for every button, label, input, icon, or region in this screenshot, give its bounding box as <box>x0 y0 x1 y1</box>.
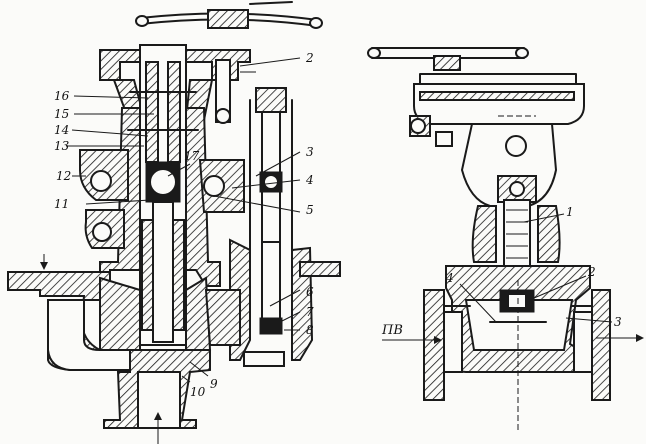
label-1-right: 1 <box>566 205 574 219</box>
label-12-left: 12 <box>56 169 71 183</box>
left-valve-section <box>7 1 341 444</box>
label-4-right: 4 <box>445 271 454 285</box>
left-handwheel <box>135 1 323 29</box>
label-13-left: 13 <box>54 139 70 153</box>
label-3-left: 3 <box>306 145 314 159</box>
label-7-left: 7 <box>306 305 314 319</box>
label-5-left: 5 <box>306 203 314 217</box>
right-gearbox <box>409 73 585 147</box>
label-16-left: 16 <box>54 89 70 103</box>
right-valve-section <box>367 47 644 430</box>
label-15-left: 15 <box>54 107 69 121</box>
right-handwheel <box>367 47 529 71</box>
left-body <box>7 254 241 444</box>
label-11-left: 11 <box>54 197 69 211</box>
label-9-left: 9 <box>210 377 218 391</box>
right-flow-arrows <box>382 115 644 430</box>
label-3-right: 3 <box>614 315 622 329</box>
label-14-left: 14 <box>54 123 69 137</box>
label-17-left: 17 <box>184 149 200 163</box>
label-8-left: 8 <box>306 323 314 337</box>
label-inlet: ПВ <box>381 323 403 338</box>
callout-labels: 2 3 4 5 6 7 8 9 10 11 12 13 14 15 16 17 … <box>54 51 622 399</box>
label-4-left: 4 <box>305 173 314 187</box>
leader-lines <box>66 57 613 383</box>
label-10-left: 10 <box>190 385 206 399</box>
left-bypass-valve <box>229 87 341 367</box>
label-2-right: 2 <box>587 265 596 279</box>
right-body <box>423 265 611 401</box>
label-6-left: 6 <box>306 285 314 299</box>
label-2-left: 2 <box>305 51 314 65</box>
